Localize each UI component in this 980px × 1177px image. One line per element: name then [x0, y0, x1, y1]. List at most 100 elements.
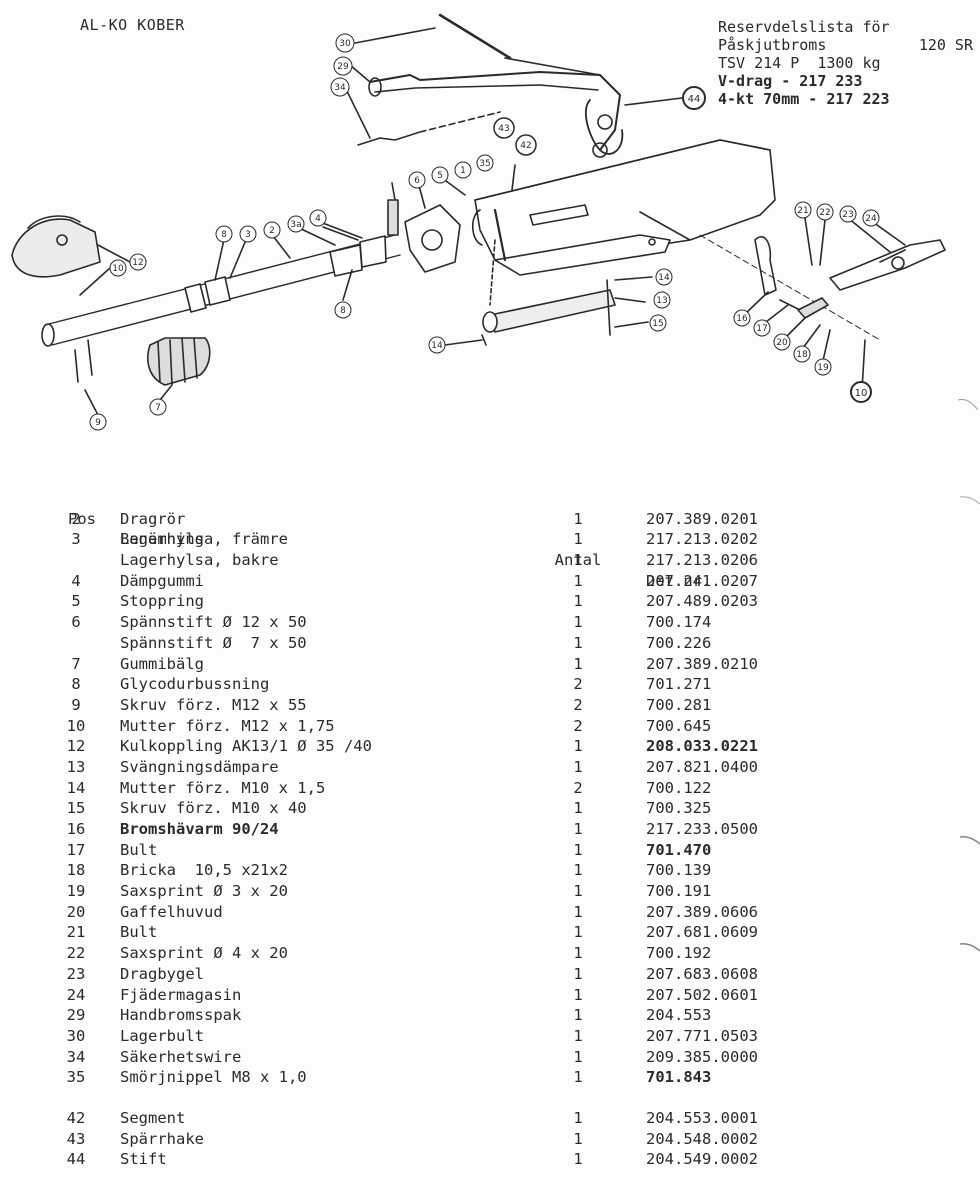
header-line: V-drag - 217 233 — [718, 72, 863, 90]
header-line: Reservdelslista för — [718, 18, 890, 36]
part-pos: 22 — [66, 944, 86, 963]
part-det: 207.771.0503 — [646, 1026, 758, 1045]
svg-text:14: 14 — [431, 341, 443, 351]
part-det: 207.683.0608 — [646, 964, 758, 983]
callout-35: 35 — [476, 154, 494, 172]
part-det: 207.389.0606 — [646, 902, 758, 921]
part-pos: 17 — [66, 840, 86, 859]
part-pos: 34 — [66, 1047, 86, 1066]
exploded-parts-diagram: 30 29 34 43 42 44 35 1 5 6 4 3a 2 3 8 12… — [11, 13, 979, 431]
part-qty: 1 — [573, 882, 583, 901]
part-name: Säkerhetswire — [120, 1047, 242, 1066]
part-det: 700.174 — [646, 613, 712, 632]
part-qty: 1 — [573, 509, 583, 528]
part-det: 207.821.0400 — [646, 757, 758, 776]
header-name: Benämning — [120, 530, 204, 549]
svg-text:29: 29 — [337, 62, 349, 72]
part-pos: 20 — [66, 902, 86, 921]
part-pos: 14 — [66, 778, 86, 797]
part-name: Mutter förz. M12 x 1,75 — [120, 716, 335, 735]
part-qty: 1 — [573, 1068, 583, 1087]
part-qty: 1 — [573, 840, 583, 859]
part-name: Smörjnippel M8 x 1,0 — [120, 1068, 307, 1087]
part-qty: 1 — [573, 633, 583, 652]
callout-18: 18 — [793, 345, 811, 363]
callout-10: 10 — [109, 259, 127, 277]
scan-artifact — [960, 496, 980, 505]
part-name: Gaffelhuvud — [120, 902, 223, 921]
svg-text:9: 9 — [95, 418, 101, 428]
svg-text:2: 2 — [269, 226, 275, 236]
part-qty: 1 — [573, 737, 583, 756]
part-name: Lagerhylsa, bakre — [120, 551, 279, 570]
callout-2: 2 — [263, 221, 281, 239]
part-pos: 2 — [71, 509, 81, 528]
part-det: 701.271 — [646, 675, 712, 694]
svg-text:10: 10 — [112, 264, 124, 274]
part-det: 208.033.0221 — [646, 737, 758, 756]
part-name: Dämpgummi — [120, 571, 204, 590]
part-name: Bult — [120, 840, 158, 859]
header-qty: Antal — [554, 551, 602, 570]
part-qty: 1 — [573, 1047, 583, 1066]
part-qty: 1 — [573, 799, 583, 818]
part-qty: 1 — [573, 654, 583, 673]
part-det: 700.139 — [646, 861, 712, 880]
callout-3a: 3a — [287, 215, 305, 233]
part-name: Spännstift Ø 7 x 50 — [120, 633, 307, 652]
svg-text:14: 14 — [658, 273, 670, 283]
part-name: Stift — [120, 1150, 167, 1169]
header-line: 4-kt 70mm - 217 223 — [718, 90, 890, 108]
part-name: Handbromsspak — [120, 1006, 242, 1025]
part-name: Kulkoppling AK13/1 Ø 35 /40 — [120, 737, 372, 756]
svg-text:3: 3 — [245, 230, 251, 240]
callout-24: 24 — [862, 209, 880, 227]
scan-artifact — [960, 836, 980, 845]
table-row: 35 Smörjnippel M8 x 1,0 1 701.843 — [0, 1067, 980, 1088]
part-qty: 1 — [573, 613, 583, 632]
callout-22: 22 — [816, 203, 834, 221]
part-pos: 35 — [66, 1068, 86, 1087]
part-name: Skruv förz. M10 x 40 — [120, 799, 307, 818]
part-qty: 1 — [573, 964, 583, 983]
callout-8: 8 — [215, 225, 233, 243]
part-name: Spännstift Ø 12 x 50 — [120, 613, 307, 632]
svg-text:44: 44 — [688, 94, 701, 105]
part-qty: 1 — [573, 1026, 583, 1045]
part-pos: 30 — [66, 1026, 86, 1045]
svg-text:16: 16 — [736, 314, 748, 324]
callout-29: 29 — [333, 56, 353, 76]
part-det: 700.122 — [646, 778, 712, 797]
part-pos: 10 — [66, 716, 86, 735]
part-pos: 3 — [71, 530, 81, 549]
part-qty: 1 — [573, 861, 583, 880]
svg-text:3a: 3a — [290, 220, 301, 230]
svg-text:30: 30 — [339, 39, 351, 49]
part-det: 701.843 — [646, 1068, 712, 1087]
part-det: 700.281 — [646, 695, 712, 714]
part-qty: 1 — [573, 1006, 583, 1025]
part-det: 207.681.0609 — [646, 923, 758, 942]
callout-6: 6 — [408, 171, 426, 189]
part-pos: 6 — [71, 613, 81, 632]
part-pos: 4 — [71, 571, 81, 590]
